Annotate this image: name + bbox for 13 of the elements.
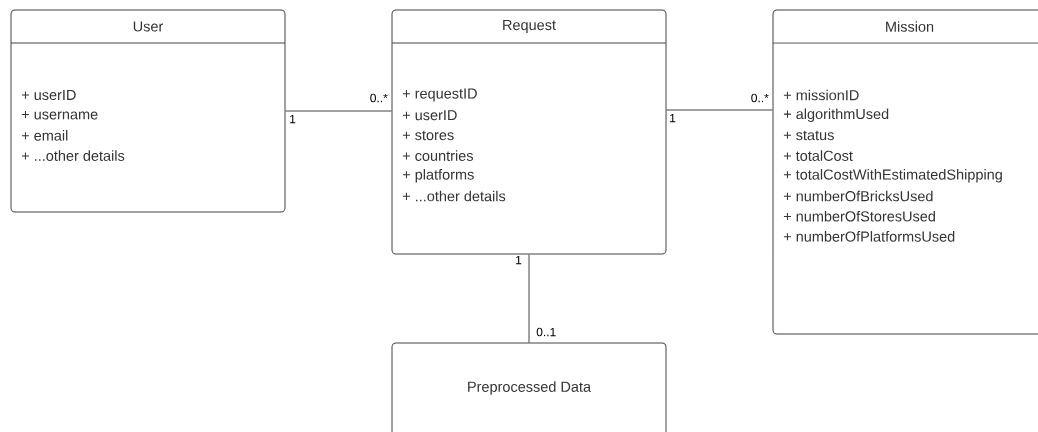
multiplicity-label: 1 — [290, 114, 296, 124]
class-box: Request + requestID + userID + stores + countries + platforms + ...other details — [391, 9, 667, 255]
class-box: Mission + missionID + algorithmUsed + status + totalCost + totalCostWithEstimatedShipping + numberOfBricksUsed + numberOfStoresUsed + numberOfPlatformsUsed — [772, 9, 1038, 335]
association-line — [666, 109, 773, 111]
multiplicity-label: 0..1 — [536, 327, 556, 337]
association-line — [528, 254, 530, 343]
multiplicity-label: 0..* — [370, 93, 388, 103]
multiplicity-label: 1 — [516, 255, 522, 265]
class-box: User + userID + username + email + ...other details — [10, 9, 286, 213]
class-box: Preprocessed Data — [391, 342, 667, 432]
multiplicity-label: 0..* — [751, 93, 769, 103]
association-line — [285, 110, 392, 112]
multiplicity-label: 1 — [670, 113, 676, 123]
